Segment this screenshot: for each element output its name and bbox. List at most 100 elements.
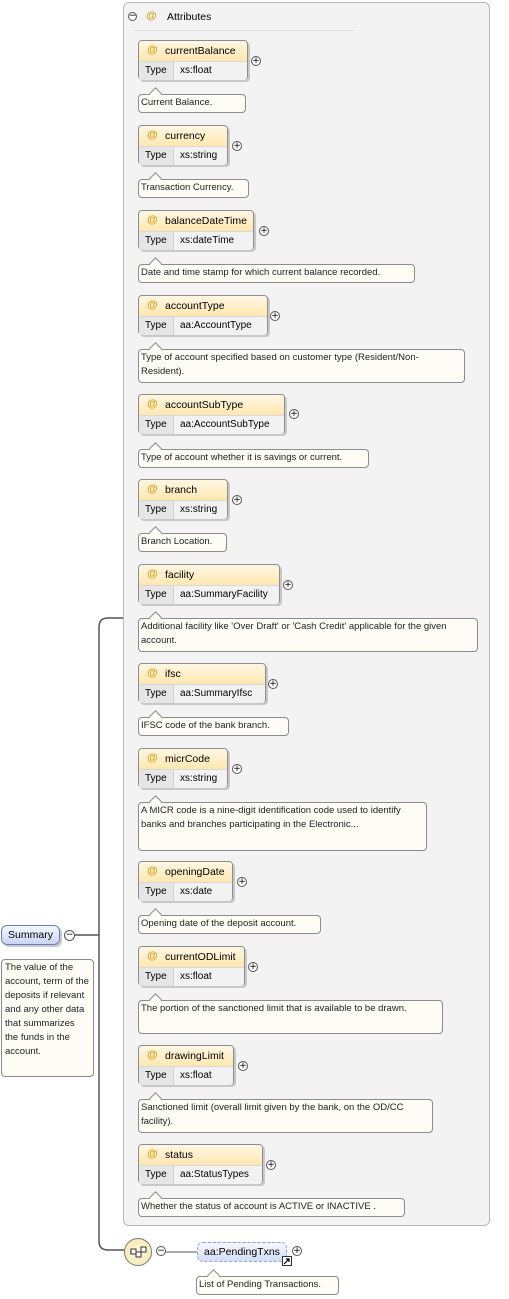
attribute-doc-accountType: Type of account specified based on custo… <box>138 342 465 383</box>
attribute-type: aa:AccountType <box>180 320 252 331</box>
type-label: Type <box>145 971 167 982</box>
expand-plus-icon[interactable]: + <box>238 1061 248 1071</box>
attribute-box-facility[interactable]: @ facility Type aa:SummaryFacility <box>138 564 280 604</box>
type-label: Type <box>145 150 167 161</box>
attribute-type: aa:StatusTypes <box>180 1169 249 1180</box>
type-label: Type <box>145 235 167 246</box>
attribute-type: xs:dateTime <box>180 235 235 246</box>
expand-plus-icon[interactable]: + <box>251 56 261 66</box>
attribute-type: xs:float <box>180 65 212 76</box>
summary-label: Summary <box>8 929 53 941</box>
attribute-box-currentODLimit[interactable]: @ currentODLimit Type xs:float <box>138 946 245 986</box>
at-icon: @ <box>147 44 158 56</box>
attributes-group-title: Attributes <box>167 11 212 23</box>
attribute-box-currency[interactable]: @ currency Type xs:string <box>138 125 228 165</box>
expand-plus-icon[interactable]: + <box>237 877 247 887</box>
attribute-name: currentODLimit <box>165 951 236 963</box>
expand-plus-icon[interactable]: + <box>232 495 242 505</box>
attribute-doc-currency: Transaction Currency. <box>138 172 249 198</box>
attribute-name: currency <box>165 130 206 142</box>
attribute-box-micrCode[interactable]: @ micrCode Type xs:string <box>138 748 228 788</box>
attribute-name: accountSubType <box>165 399 244 411</box>
expand-plus-icon[interactable]: + <box>232 764 242 774</box>
at-icon: @ <box>147 214 158 226</box>
attribute-box-currentBalance[interactable]: @ currentBalance Type xs:float <box>138 40 248 80</box>
expand-plus-icon[interactable]: + <box>289 409 299 419</box>
attribute-doc-drawingLimit: Sanctioned limit (overall limit given by… <box>138 1092 433 1133</box>
expand-plus-icon[interactable]: + <box>270 311 280 321</box>
attribute-box-status[interactable]: @ status Type aa:StatusTypes <box>138 1144 263 1184</box>
attribute-name: balanceDateTime <box>165 215 247 227</box>
at-icon: @ <box>147 950 158 962</box>
expand-plus-icon[interactable]: + <box>266 1160 276 1170</box>
type-label: Type <box>145 419 167 430</box>
pending-txns-element[interactable]: aa:PendingTxns <box>197 1242 287 1262</box>
attribute-type: xs:string <box>180 150 218 161</box>
type-label: Type <box>145 65 167 76</box>
pending-txns-label: aa:PendingTxns <box>204 1246 280 1258</box>
attribute-doc-currentODLimit: The portion of the sanctioned limit that… <box>138 993 443 1034</box>
attribute-name: micrCode <box>165 753 210 765</box>
at-icon: @ <box>147 299 158 311</box>
at-icon: @ <box>147 129 158 141</box>
expand-plus-icon[interactable]: + <box>248 962 258 972</box>
attribute-name: status <box>165 1149 194 1161</box>
reference-link-icon <box>282 1256 292 1266</box>
attribute-type: aa:AccountSubType <box>180 419 270 430</box>
attribute-doc-micrCode: A MICR code is a nine-digit identificati… <box>138 795 427 851</box>
summary-element[interactable]: Summary <box>1 925 60 945</box>
pending-txns-doc: List of Pending Transactions. <box>196 1269 339 1295</box>
collapse-toggle-icon[interactable]: − <box>156 1246 166 1256</box>
type-label: Type <box>145 320 167 331</box>
type-label: Type <box>145 1070 167 1081</box>
header-divider <box>134 30 354 31</box>
attribute-type: xs:float <box>180 1070 212 1081</box>
attribute-name: currentBalance <box>165 45 236 57</box>
attribute-box-balanceDateTime[interactable]: @ balanceDateTime Type xs:dateTime <box>138 210 254 250</box>
at-icon: @ <box>147 483 158 495</box>
type-label: Type <box>145 886 167 897</box>
expand-plus-icon[interactable]: + <box>232 141 242 151</box>
attribute-doc-status: Whether the status of account is ACTIVE … <box>138 1191 405 1217</box>
attribute-type: xs:string <box>180 773 218 784</box>
attribute-type: xs:float <box>180 971 212 982</box>
type-label: Type <box>145 773 167 784</box>
expand-plus-icon[interactable]: + <box>283 580 293 590</box>
attribute-doc-facility: Additional facility like 'Over Draft' or… <box>138 611 478 652</box>
attribute-box-accountSubType[interactable]: @ accountSubType Type aa:AccountSubType <box>138 394 285 434</box>
attribute-box-ifsc[interactable]: @ ifsc Type aa:SummaryIfsc <box>138 663 266 703</box>
attribute-type: xs:string <box>180 504 218 515</box>
attribute-type: aa:SummaryFacility <box>180 589 268 600</box>
attribute-doc-ifsc: IFSC code of the bank branch. <box>138 710 289 736</box>
attribute-name: ifsc <box>165 668 181 680</box>
at-icon: @ <box>147 1049 158 1061</box>
attribute-name: facility <box>165 569 195 581</box>
attribute-name: openingDate <box>165 866 225 878</box>
type-label: Type <box>145 1169 167 1180</box>
type-label: Type <box>145 688 167 699</box>
expand-plus-icon[interactable]: + <box>292 1246 302 1256</box>
attribute-doc-currentBalance: Current Balance. <box>138 87 246 113</box>
at-icon: @ <box>147 752 158 764</box>
expand-plus-icon[interactable]: + <box>259 226 269 236</box>
expand-plus-icon[interactable]: + <box>268 679 278 689</box>
attribute-doc-openingDate: Opening date of the deposit account. <box>138 908 321 934</box>
collapse-toggle-icon[interactable]: − <box>64 930 75 941</box>
at-icon: @ <box>147 398 158 410</box>
at-icon: @ <box>146 10 157 22</box>
at-icon: @ <box>147 667 158 679</box>
attribute-type: xs:date <box>180 886 213 897</box>
summary-doc: The value of the account, term of the de… <box>1 959 94 1077</box>
at-icon: @ <box>147 1148 158 1160</box>
sequence-compositor-icon[interactable] <box>124 1238 152 1266</box>
at-icon: @ <box>147 568 158 580</box>
collapse-toggle-icon[interactable]: − <box>128 11 137 21</box>
type-label: Type <box>145 589 167 600</box>
attribute-doc-branch: Branch Location. <box>138 526 227 552</box>
attribute-type: aa:SummaryIfsc <box>180 688 253 699</box>
